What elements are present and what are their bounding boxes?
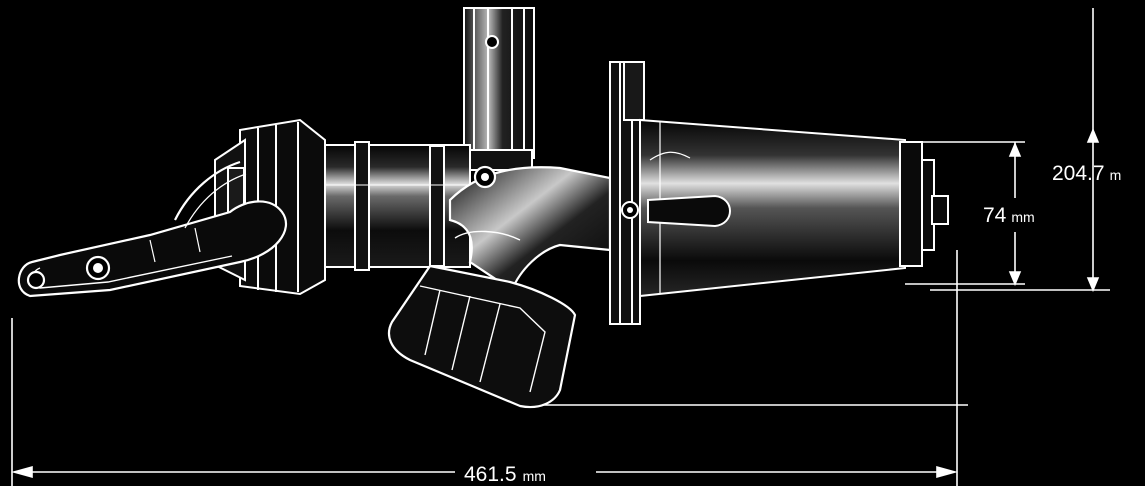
length-label: 461.5 mm — [464, 463, 546, 486]
inner-height-value: 74 — [983, 204, 1007, 227]
lever-arm — [17, 160, 288, 298]
length-unit: mm — [523, 468, 546, 484]
length-value: 461.5 — [464, 463, 517, 486]
inner-height-unit: mm — [1011, 209, 1034, 225]
outer-height-value: 204.7 — [1052, 162, 1105, 185]
dimension-lines — [11, 8, 1110, 486]
cone-body — [639, 118, 949, 298]
flange-ring — [609, 61, 645, 325]
outer-height-unit: m — [1110, 167, 1122, 183]
vertical-pipe — [463, 7, 535, 171]
outer-height-label: 204.7 m — [1052, 162, 1121, 185]
elbow-outlet — [387, 165, 612, 409]
